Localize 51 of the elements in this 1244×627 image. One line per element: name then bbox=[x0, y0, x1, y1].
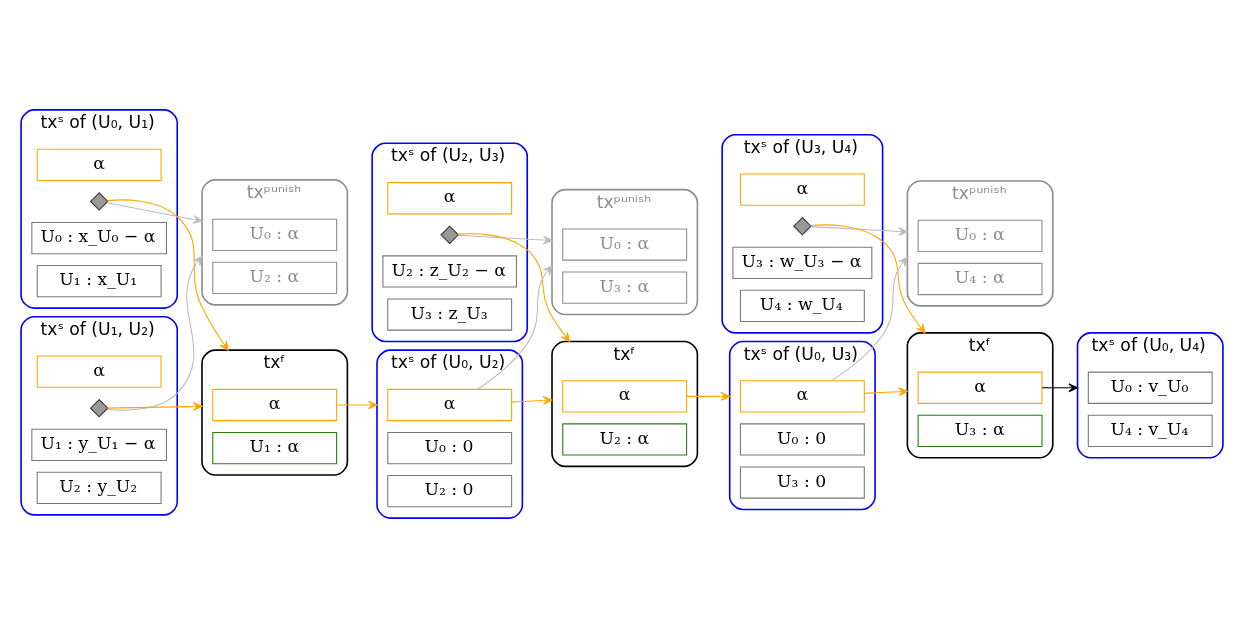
arrow bbox=[457, 234, 553, 244]
node-box: U₁ : x_U₁ bbox=[36, 264, 162, 297]
arrow bbox=[106, 201, 203, 224]
arrow bbox=[863, 386, 908, 396]
node-box: U₄ : α bbox=[917, 262, 1043, 295]
node-box: U₂ : α bbox=[212, 261, 338, 294]
node-box: U₂ : y_U₂ bbox=[36, 471, 162, 504]
node-box: U₄ : v_U₄ bbox=[1087, 414, 1213, 447]
node-box: U₀ : α bbox=[917, 219, 1043, 252]
arrow bbox=[476, 265, 553, 390]
node-box: α bbox=[212, 388, 338, 421]
node-box: U₂ : α bbox=[562, 422, 688, 456]
node-box: U₀ : 0 bbox=[387, 431, 513, 464]
node-box: U₃ : 0 bbox=[739, 465, 865, 499]
node-diamond bbox=[89, 398, 109, 418]
node-box: U₄ : w_U₄ bbox=[739, 289, 865, 322]
arrow bbox=[511, 395, 553, 405]
arrow bbox=[336, 400, 378, 409]
node-box: α bbox=[387, 388, 513, 421]
node-box: U₀ : 0 bbox=[739, 422, 865, 456]
node-box: α bbox=[917, 371, 1043, 404]
node-diamond bbox=[793, 216, 812, 236]
node-box: U₁ : y_U₁ − α bbox=[31, 428, 167, 461]
arrow bbox=[457, 232, 571, 342]
node-box: α bbox=[739, 379, 865, 413]
node-box: U₁ : α bbox=[212, 431, 338, 464]
node-box: U₀ : x_U₀ − α bbox=[31, 221, 167, 254]
arrow bbox=[106, 198, 229, 351]
node-box: U₃ : α bbox=[917, 414, 1043, 447]
node-box: U₂ : 0 bbox=[387, 474, 513, 507]
node-box: α bbox=[562, 379, 688, 413]
node-box: U₀ : v_U₀ bbox=[1087, 371, 1213, 404]
arrow bbox=[810, 225, 908, 236]
node-box: α bbox=[36, 148, 162, 181]
arrow bbox=[831, 256, 908, 381]
node-box: U₃ : α bbox=[562, 270, 688, 304]
node-box: U₃ : w_U₃ − α bbox=[732, 246, 873, 279]
node-box: U₃ : z_U₃ bbox=[387, 297, 513, 331]
node-diamond bbox=[89, 191, 109, 211]
node-diamond bbox=[440, 224, 460, 244]
arrow bbox=[106, 255, 203, 411]
node-box: U₂ : z_U₂ − α bbox=[382, 254, 517, 288]
arrow bbox=[810, 223, 926, 333]
node-box: U₀ : α bbox=[562, 227, 688, 261]
node-box: α bbox=[739, 172, 865, 206]
arrow bbox=[1041, 382, 1079, 392]
arrow bbox=[686, 391, 731, 401]
node-box: α bbox=[387, 181, 513, 214]
node-box: U₀ : α bbox=[212, 218, 338, 251]
arrow bbox=[107, 401, 203, 411]
node-box: α bbox=[36, 354, 162, 388]
